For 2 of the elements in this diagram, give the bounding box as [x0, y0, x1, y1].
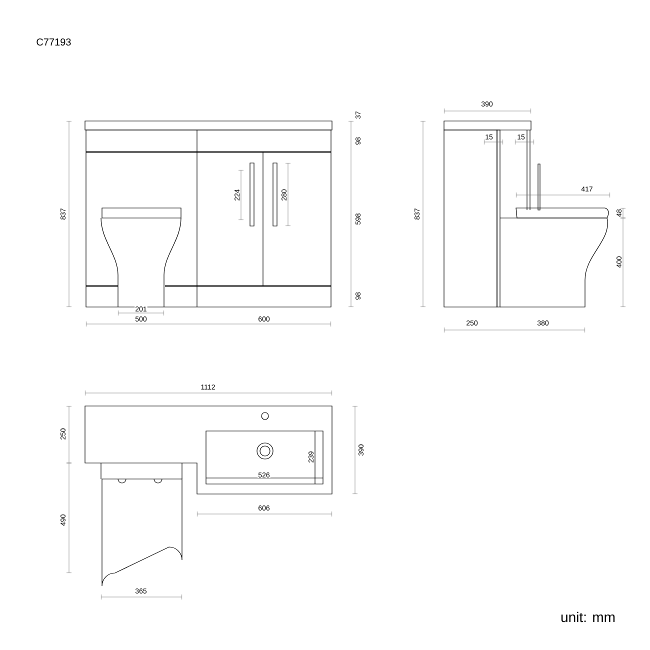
title: C77193: [36, 38, 71, 46]
unit-note: unit: mm: [560, 611, 616, 623]
